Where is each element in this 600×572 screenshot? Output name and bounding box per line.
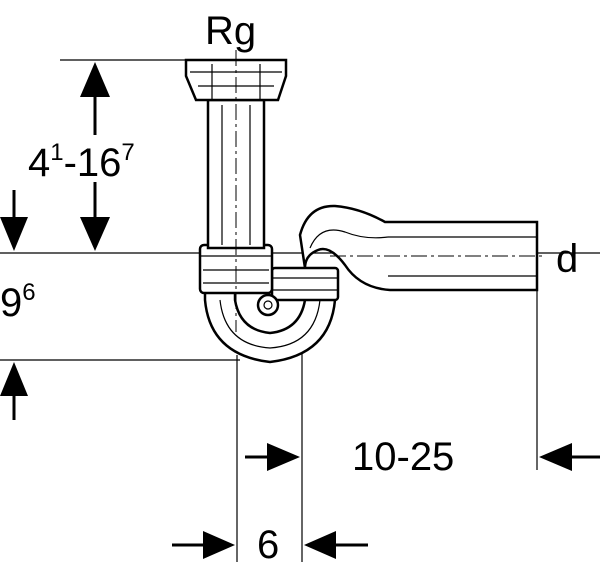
height-range-mid: -16 — [64, 141, 122, 185]
depth-label: 96 — [0, 279, 36, 325]
arrow-left-icon — [539, 443, 572, 471]
inner-ring — [256, 293, 280, 317]
top-connector-label: Rg — [205, 9, 256, 53]
outlet-length-label: 10-25 — [352, 435, 454, 479]
arrow-right-icon — [267, 443, 300, 471]
depth-base: 9 — [0, 281, 22, 325]
height-range-sup-1: 1 — [50, 139, 63, 166]
outlet-pipe — [298, 204, 539, 292]
height-range-base-1: 4 — [28, 141, 50, 185]
arrow-left-icon — [304, 531, 336, 559]
dimension-lines — [0, 59, 600, 562]
depth-sup: 6 — [22, 279, 35, 306]
right-collar — [270, 266, 340, 302]
arrow-down-icon — [80, 217, 110, 251]
trap-width-label: 6 — [257, 523, 279, 567]
height-range-label: 41-167 — [28, 139, 135, 185]
arrow-down-icon — [0, 217, 28, 251]
arrow-up-icon — [80, 62, 110, 97]
siphon-part — [184, 58, 539, 364]
height-range-sup-2: 7 — [121, 139, 134, 166]
outlet-diameter-label: d — [556, 237, 578, 281]
arrow-group — [0, 62, 600, 559]
arrow-right-icon — [203, 531, 235, 559]
arrow-up-icon — [0, 362, 28, 396]
center-lines — [235, 50, 545, 332]
